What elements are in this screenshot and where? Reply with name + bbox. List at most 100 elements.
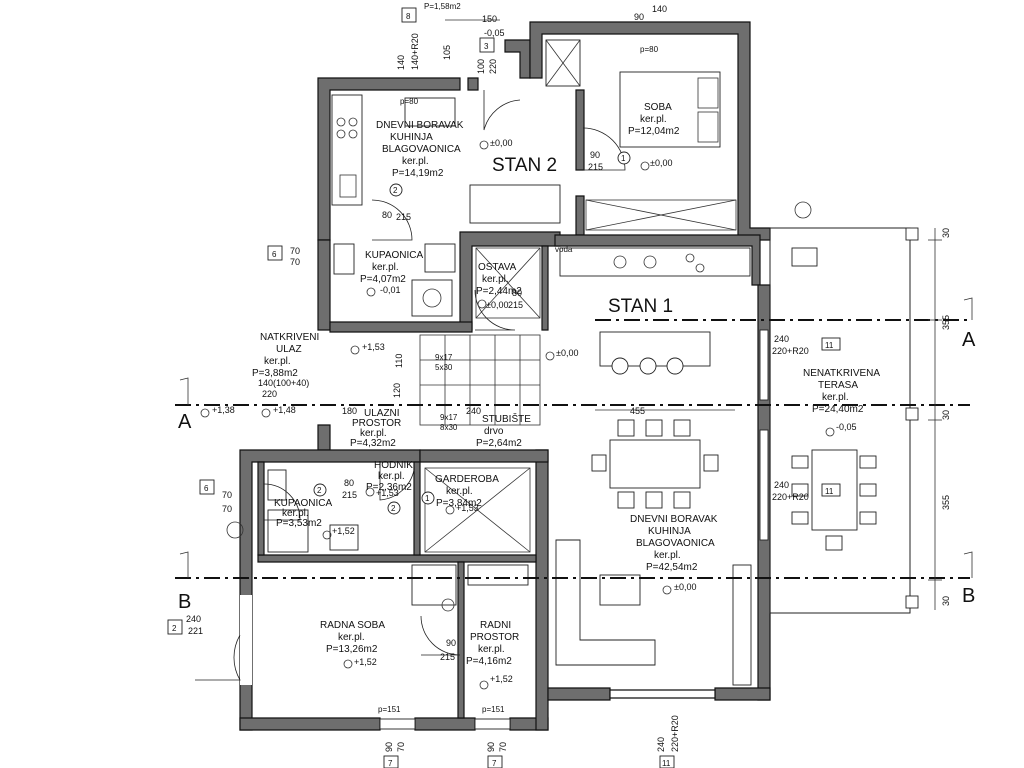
room-terasa-area: P=24,40m2 <box>812 404 864 415</box>
tag-11-upper <box>821 337 841 351</box>
terrace <box>769 201 911 614</box>
tag-7-left <box>383 755 399 768</box>
dim-text: 9x17 <box>440 413 458 422</box>
dim-text: 220+R20 <box>772 346 809 356</box>
reference-tags <box>167 7 919 768</box>
window-openings <box>379 329 769 730</box>
room-radniprostor-floor: ker.pl. <box>478 644 505 655</box>
room-ostava-l1: OSTAVA <box>478 262 517 273</box>
marker-text: 2 <box>172 624 177 633</box>
room-kupaonica1-l1: KUPAONICA <box>274 498 332 509</box>
marker-text: 11 <box>825 487 834 496</box>
marker-text: 6 <box>272 250 277 259</box>
level-label: -0,05 <box>836 422 857 432</box>
dim-text: 70 <box>498 742 508 752</box>
room-ostava-area: P=2,44m2 <box>476 286 522 297</box>
dim-text: 240 <box>774 334 789 344</box>
dim-text: 355 <box>941 495 951 510</box>
unit-stan-2: STAN 2 <box>492 155 557 176</box>
dim-text: 140 <box>396 55 406 70</box>
level-label: +1,53 <box>376 488 399 498</box>
dim-text: 240 <box>466 406 481 416</box>
dim-text: p=151 <box>378 705 401 714</box>
room-boravak1-l1: DNEVNI BORAVAK <box>630 514 718 525</box>
room-ulazni-floor: ker.pl. <box>360 428 387 439</box>
dim-text: 90 <box>486 742 496 752</box>
level-label: +1,52 <box>332 526 355 536</box>
room-terasa-l2: TERASA <box>818 380 858 391</box>
dim-text: 70 <box>290 257 300 267</box>
room-soba-l1: SOBA <box>644 102 672 113</box>
unit-labels: STAN 2 STAN 1 <box>492 155 673 317</box>
dim-text: 215 <box>508 300 523 310</box>
dim-text: 140(100+40) <box>258 378 309 388</box>
room-boravak1-floor: ker.pl. <box>654 550 681 561</box>
room-garderoba-l1: GARDEROBA <box>435 474 499 485</box>
dim-text: 215 <box>396 212 411 222</box>
marker-text: 1 <box>621 154 626 163</box>
doors <box>195 90 626 681</box>
room-kupaonica2-l1: KUPAONICA <box>365 250 423 261</box>
room-ulazni-area: P=4,32m2 <box>350 438 396 449</box>
tag-2 <box>167 619 183 635</box>
dim-text: 30 <box>941 410 951 420</box>
room-boravak2-l1: DNEVNI BORAVAK <box>376 120 464 131</box>
room-radniprostor-l1: RADNI <box>480 620 511 631</box>
room-hodnik-area: P=2,36m2 <box>366 482 412 493</box>
dim-text: 220+R20 <box>670 715 680 752</box>
dim-text: 90 <box>634 12 644 22</box>
level-label: -0,05 <box>484 28 505 38</box>
room-radnasoba-area: P=13,26m2 <box>326 644 378 655</box>
dim-text: 455 <box>630 406 645 416</box>
room-radnasoba-l1: RADNA SOBA <box>320 620 385 631</box>
room-garderoba-floor: ker.pl. <box>446 486 473 497</box>
dim-text: 105 <box>442 45 452 60</box>
dim-text: 30 <box>941 596 951 606</box>
marker-text: 2 <box>317 486 322 495</box>
dim-text: 240 <box>656 737 666 752</box>
marker-text: 2 <box>393 186 398 195</box>
dim-text: p=80 <box>400 97 419 106</box>
level-markers <box>200 140 835 690</box>
dim-text: 150 <box>482 14 497 24</box>
section-b-right: B <box>962 585 975 607</box>
lower-furniture <box>226 467 531 612</box>
tag-11-lower <box>821 483 841 497</box>
room-boravak2-l2: KUHINJA <box>390 132 433 143</box>
level-label: +1,48 <box>273 405 296 415</box>
dim-text: 220 <box>262 389 277 399</box>
room-ulazni-l2: PROSTOR <box>352 418 401 429</box>
room-ostava-floor: ker.pl. <box>482 274 509 285</box>
room-radnasoba-floor: ker.pl. <box>338 632 365 643</box>
section-letters: A A B B <box>178 329 976 613</box>
room-stubiste-area: P=2,64m2 <box>476 438 522 449</box>
room-kupaonica2-area: P=4,07m2 <box>360 274 406 285</box>
dim-text: 140+R20 <box>410 33 420 70</box>
marker-labels: 8 3 6 6 2 7 7 11 11 11 1 2 2 2 1 <box>172 12 834 768</box>
marker-text: 7 <box>388 759 393 768</box>
level-label: ±0,00 <box>486 300 508 310</box>
marker-text: 7 <box>492 759 497 768</box>
marker-text: 8 <box>406 12 411 21</box>
dim-text: 100 <box>476 59 486 74</box>
marker-text: 11 <box>662 759 671 768</box>
marker-text: 3 <box>484 42 489 51</box>
room-kupaonica1-area: P=3,53m2 <box>276 518 322 529</box>
level-label: ±0,00 <box>650 158 672 168</box>
room-labels: DNEVNI BORAVAK KUHINJA BLAGOVAONICA ker.… <box>252 102 880 667</box>
room-boravak1-l2: KUHINJA <box>648 526 691 537</box>
stan2-furniture <box>331 39 737 319</box>
unit-stan-1: STAN 1 <box>608 296 673 317</box>
room-radniprostor-area: P=4,16m2 <box>466 656 512 667</box>
dim-text: 5x30 <box>435 363 453 372</box>
room-kupaonica2-floor: ker.pl. <box>372 262 399 273</box>
dim-text: p=151 <box>482 705 505 714</box>
level-label: +1,53 <box>456 503 479 513</box>
room-garderoba-area: P=3,84m2 <box>436 498 482 509</box>
dim-text: 240 <box>186 614 201 624</box>
dim-text: 220 <box>488 59 498 74</box>
room-soba-area: P=12,04m2 <box>628 126 680 137</box>
stan1-furniture <box>419 247 752 686</box>
room-natkriveni-floor: ker.pl. <box>264 356 291 367</box>
